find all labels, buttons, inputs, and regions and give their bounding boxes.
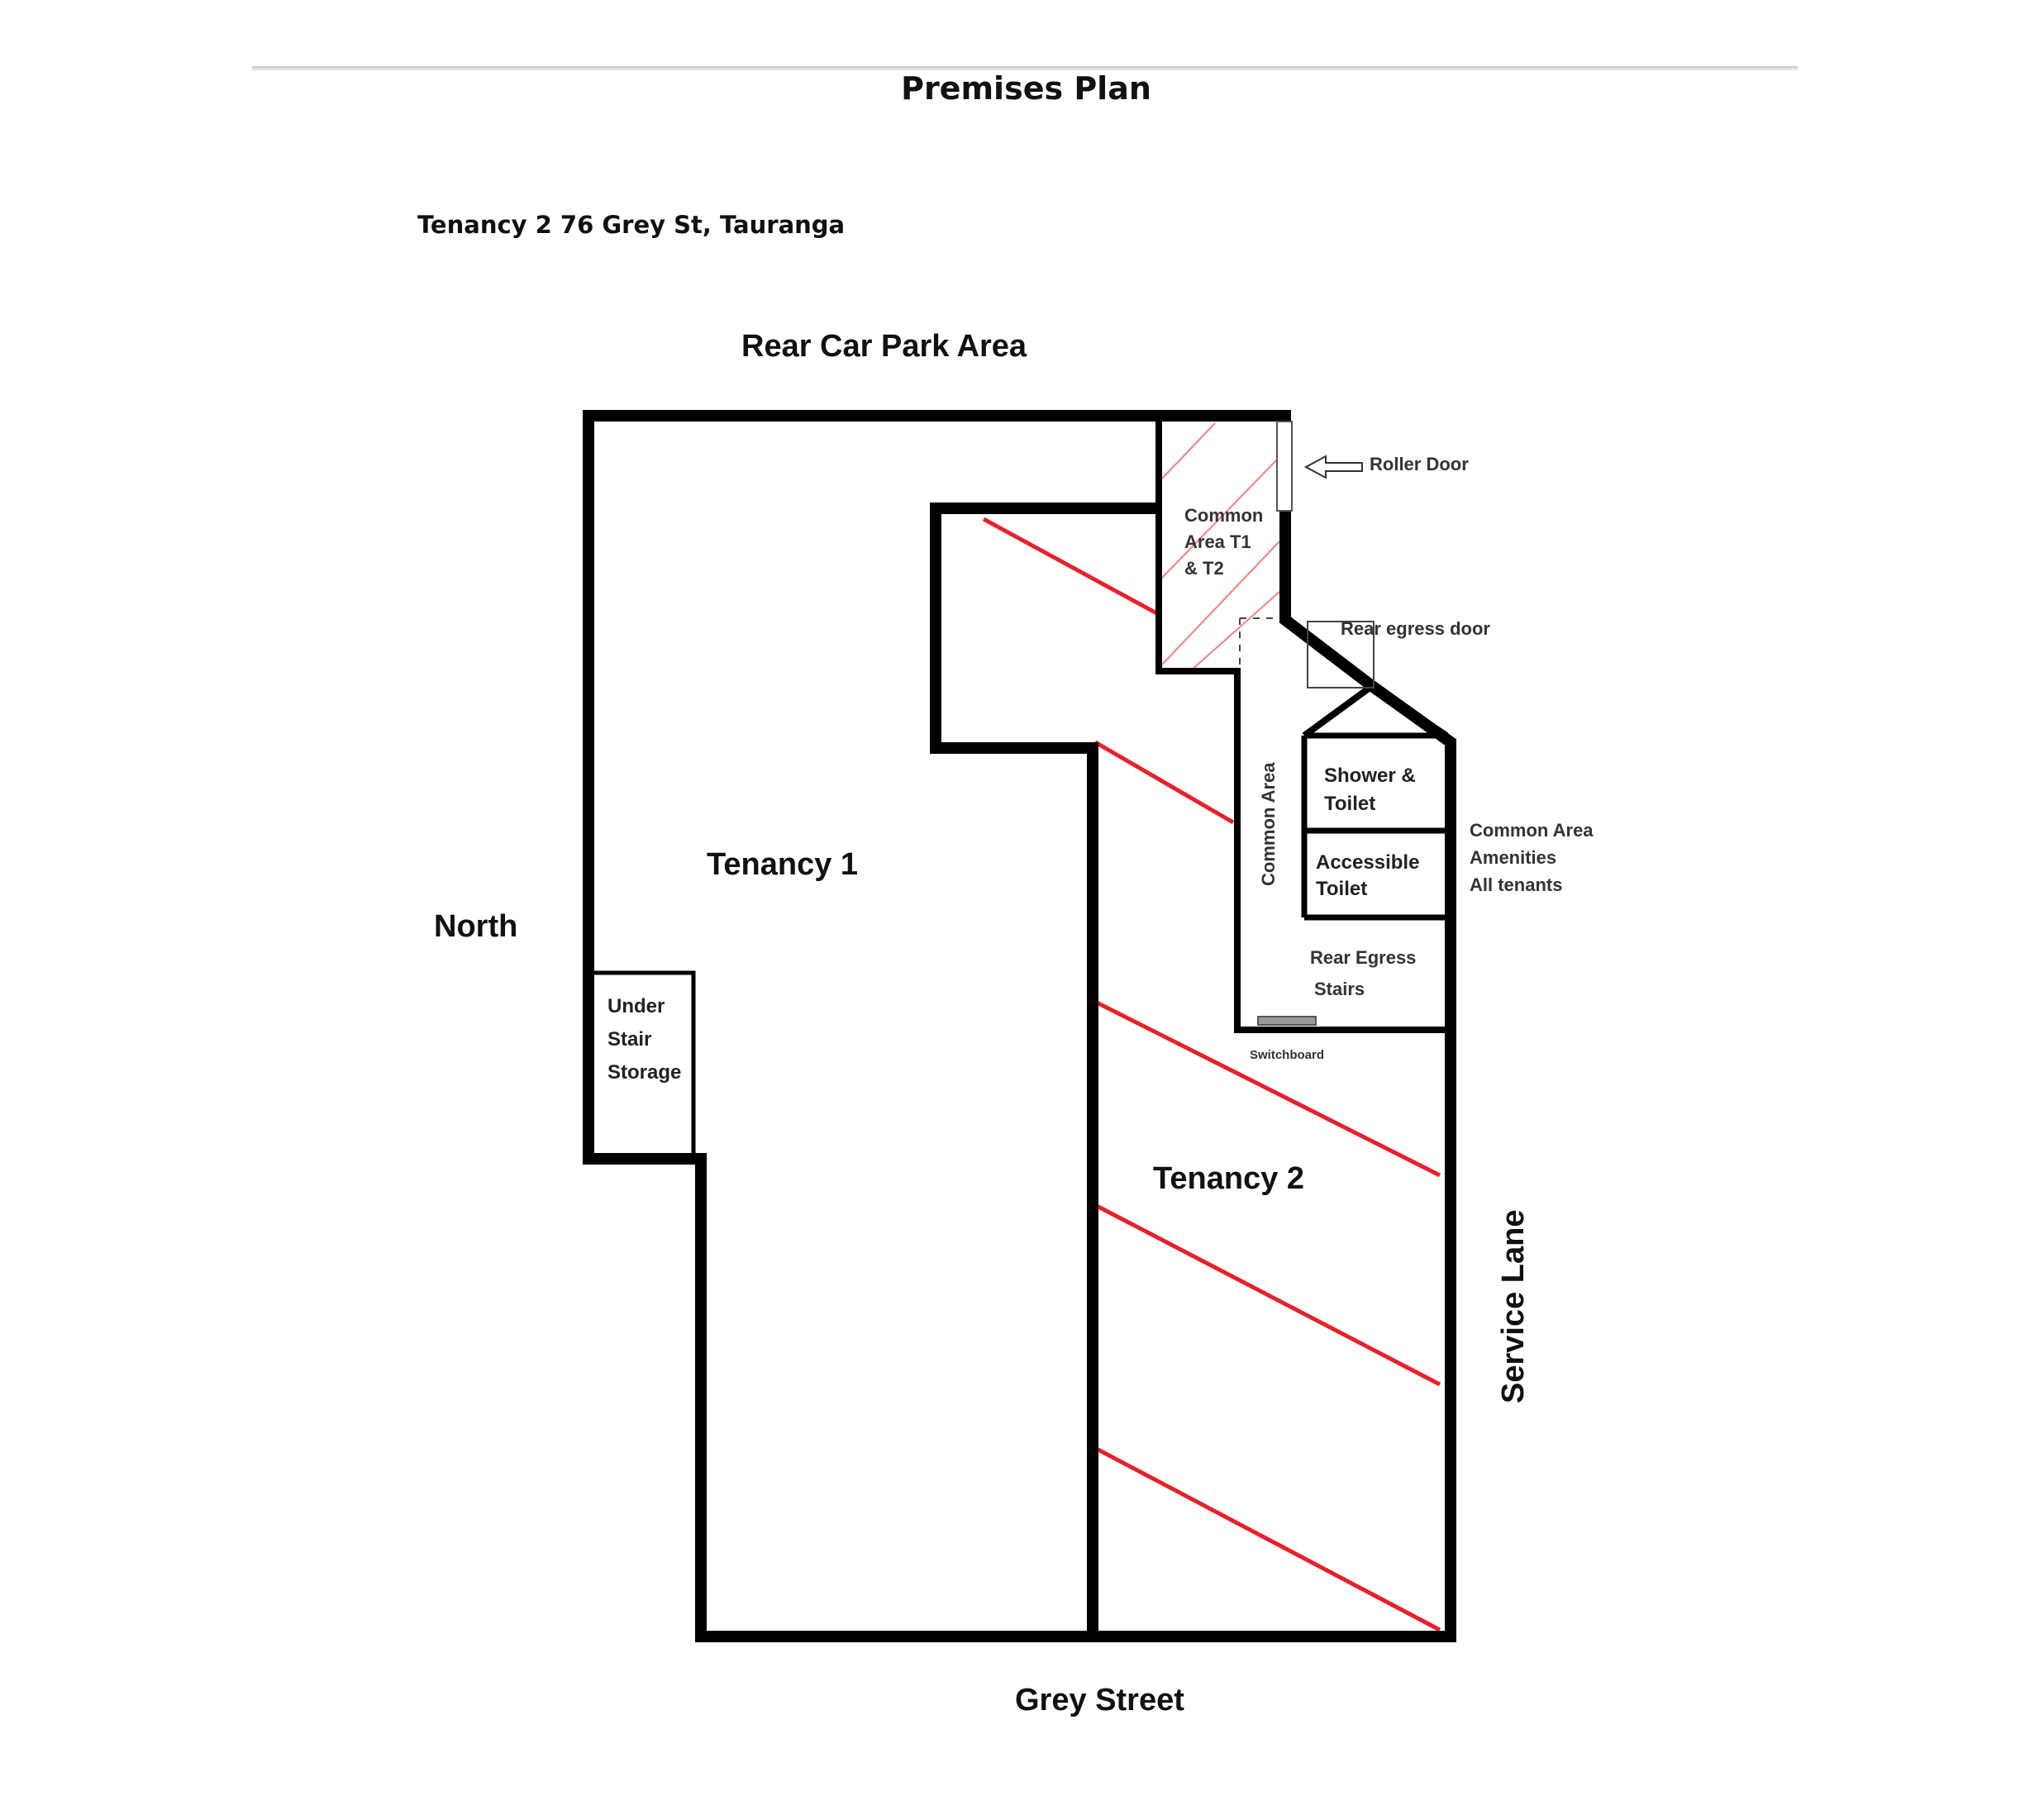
common-area-vertical-label: Common Area — [1258, 762, 1279, 886]
hatch-line — [1160, 456, 1280, 579]
tenancy-2-hatching — [982, 517, 1441, 1632]
roller-door-label: Roller Door — [1370, 454, 1469, 474]
hatch-line — [1093, 1203, 1441, 1387]
amenities-block — [1301, 682, 1449, 921]
hatch-line — [1093, 1446, 1441, 1632]
hatch-line — [1160, 541, 1280, 666]
common-area-hatching — [1160, 422, 1280, 672]
common-area-wall — [1155, 420, 1446, 1033]
rear-egress-door — [1307, 621, 1375, 688]
tenancy-address: Tenancy 2 76 Grey St, Tauranga — [417, 211, 846, 239]
hatch-line — [1189, 591, 1280, 672]
page-title: Premises Plan — [901, 70, 1151, 107]
hatch-line — [1093, 999, 1441, 1178]
grey-street-label: Grey Street — [1015, 1683, 1184, 1718]
under-stair-storage-box — [586, 970, 696, 1161]
switchboard-label: Switchboard — [1250, 1048, 1325, 1062]
page-top-rule — [252, 66, 1798, 71]
rear-car-park-label: Rear Car Park Area — [741, 329, 1027, 364]
service-lane-label: Service Lane — [1496, 1209, 1531, 1403]
tenancy-1-label: Tenancy 1 — [707, 847, 859, 882]
rear-egress-stairs-label: Rear Egress Stairs — [1310, 947, 1417, 999]
under-stair-storage-label: Under Stair Storage — [607, 995, 682, 1084]
amenities-wall — [1302, 682, 1449, 739]
hatch-line — [1160, 422, 1216, 480]
switchboard-box — [1257, 1016, 1317, 1026]
north-label: North — [434, 909, 518, 944]
roller-door — [1276, 421, 1293, 512]
accessible-toilet-label: Accessible Toilet — [1316, 851, 1420, 900]
amenities-note: Common Area Amenities All tenants — [1470, 820, 1594, 895]
building-outline — [583, 410, 1456, 1642]
roller-door-arrow-icon — [1303, 455, 1363, 479]
rear-egress-door-label: Rear egress door — [1341, 618, 1490, 639]
tenancy-boundary-wall — [930, 503, 1161, 1637]
tenancy-2-label: Tenancy 2 — [1153, 1161, 1305, 1196]
common-area-t1-t2-label: Common Area T1 & T2 — [1184, 505, 1264, 579]
hatch-line — [1093, 740, 1235, 825]
shower-toilet-label: Shower & Toilet — [1324, 765, 1416, 815]
hatch-line — [982, 517, 1163, 618]
